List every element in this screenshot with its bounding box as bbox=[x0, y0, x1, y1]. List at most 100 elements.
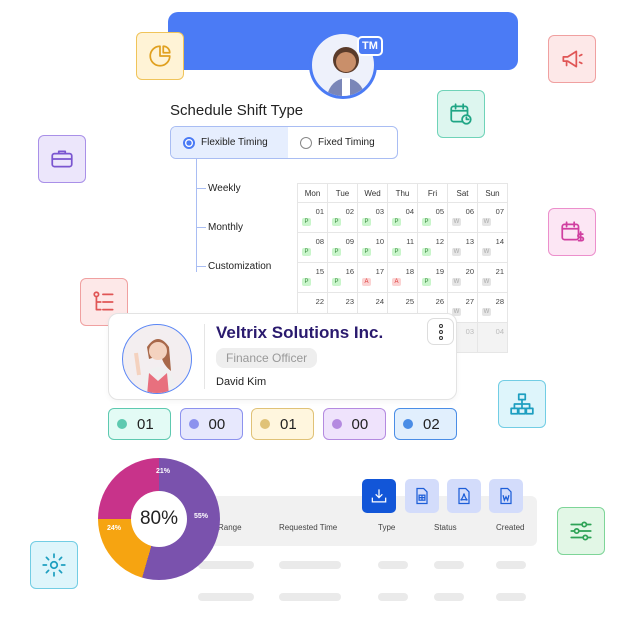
pdf-icon bbox=[458, 487, 470, 505]
skeleton-bar bbox=[279, 593, 341, 601]
col-status: Status bbox=[434, 523, 457, 532]
employee-avatar bbox=[122, 324, 192, 394]
donut-chart: 80% 21% 55% 24% bbox=[98, 458, 220, 580]
megaphone-icon bbox=[548, 35, 596, 83]
day-number: 01 bbox=[315, 207, 324, 216]
flexible-timing-option[interactable]: Flexible Timing bbox=[171, 127, 288, 158]
day-header: Wed bbox=[358, 184, 388, 203]
day-header: Tue bbox=[328, 184, 358, 203]
attendance-badge: W bbox=[482, 218, 491, 226]
branch-weekly[interactable]: Weekly bbox=[196, 183, 241, 194]
skeleton-bar bbox=[198, 593, 254, 601]
tree-line bbox=[196, 159, 197, 272]
briefcase-icon bbox=[38, 135, 86, 183]
day-header: Sat bbox=[448, 184, 478, 203]
day-number: 15 bbox=[315, 267, 324, 276]
export-word-button[interactable] bbox=[489, 479, 523, 513]
slice-label: 21% bbox=[156, 468, 171, 475]
day-number: 12 bbox=[435, 237, 444, 246]
status-dot-icon bbox=[188, 419, 199, 429]
status-dot-icon bbox=[331, 419, 342, 429]
export-excel-button[interactable] bbox=[405, 479, 439, 513]
col-type: Type bbox=[378, 523, 396, 532]
skeleton-bar bbox=[279, 561, 341, 569]
stat-value: 00 bbox=[351, 415, 369, 433]
status-dot-icon bbox=[403, 419, 413, 429]
status-dot-icon bbox=[117, 419, 127, 429]
export-pdf-button[interactable] bbox=[447, 479, 481, 513]
download-button[interactable] bbox=[362, 479, 396, 513]
calendar-day[interactable]: 04 bbox=[478, 323, 508, 353]
employee-name: David Kim bbox=[216, 376, 267, 388]
attendance-badge: P bbox=[422, 218, 431, 226]
radio-selected-icon bbox=[183, 136, 195, 149]
attendance-badge: W bbox=[452, 278, 461, 286]
slice-label: 24% bbox=[107, 525, 122, 532]
stat-tile[interactable]: 00 bbox=[179, 408, 243, 440]
attendance-badge: P bbox=[422, 278, 431, 286]
day-number: 07 bbox=[495, 207, 504, 216]
col-requested-time: Requested Time bbox=[279, 523, 338, 532]
stat-tile[interactable]: 01 bbox=[251, 408, 314, 440]
day-number: 05 bbox=[435, 207, 444, 216]
stat-tile[interactable]: 00 bbox=[322, 408, 386, 440]
branch-monthly[interactable]: Monthly bbox=[196, 222, 243, 233]
branch-label: Weekly bbox=[208, 183, 241, 194]
stat-tile[interactable]: 02 bbox=[394, 408, 457, 440]
word-icon bbox=[500, 487, 512, 505]
attendance-badge: A bbox=[392, 278, 401, 286]
calendar-clock-icon bbox=[437, 90, 485, 138]
option-label: Flexible Timing bbox=[201, 137, 268, 148]
skeleton-bar bbox=[434, 593, 464, 601]
status-dot-icon bbox=[260, 419, 270, 429]
skeleton-bar bbox=[434, 561, 464, 569]
sliders-icon bbox=[557, 507, 605, 555]
day-number: 17 bbox=[375, 267, 384, 276]
day-number: 27 bbox=[465, 297, 474, 306]
day-number: 24 bbox=[375, 297, 384, 306]
stat-tile[interactable]: 01 bbox=[108, 408, 171, 440]
day-number: 16 bbox=[345, 267, 354, 276]
attendance-badge: P bbox=[302, 248, 311, 256]
branch-customization[interactable]: Customization bbox=[196, 261, 271, 272]
skeleton-bar bbox=[198, 561, 254, 569]
company-name: Veltrix Solutions Inc. bbox=[216, 323, 384, 342]
more-options-button[interactable] bbox=[427, 318, 454, 345]
stat-value: 01 bbox=[137, 415, 154, 433]
day-number: 04 bbox=[495, 327, 504, 336]
fixed-timing-option[interactable]: Fixed Timing bbox=[288, 127, 375, 158]
day-number: 28 bbox=[495, 297, 504, 306]
day-header: Fri bbox=[418, 184, 448, 203]
day-number: 03 bbox=[375, 207, 384, 216]
day-number: 04 bbox=[405, 207, 414, 216]
excel-icon bbox=[416, 487, 428, 505]
day-number: 22 bbox=[315, 297, 324, 306]
day-number: 19 bbox=[435, 267, 444, 276]
day-header: Thu bbox=[388, 184, 418, 203]
day-number: 13 bbox=[465, 237, 474, 246]
